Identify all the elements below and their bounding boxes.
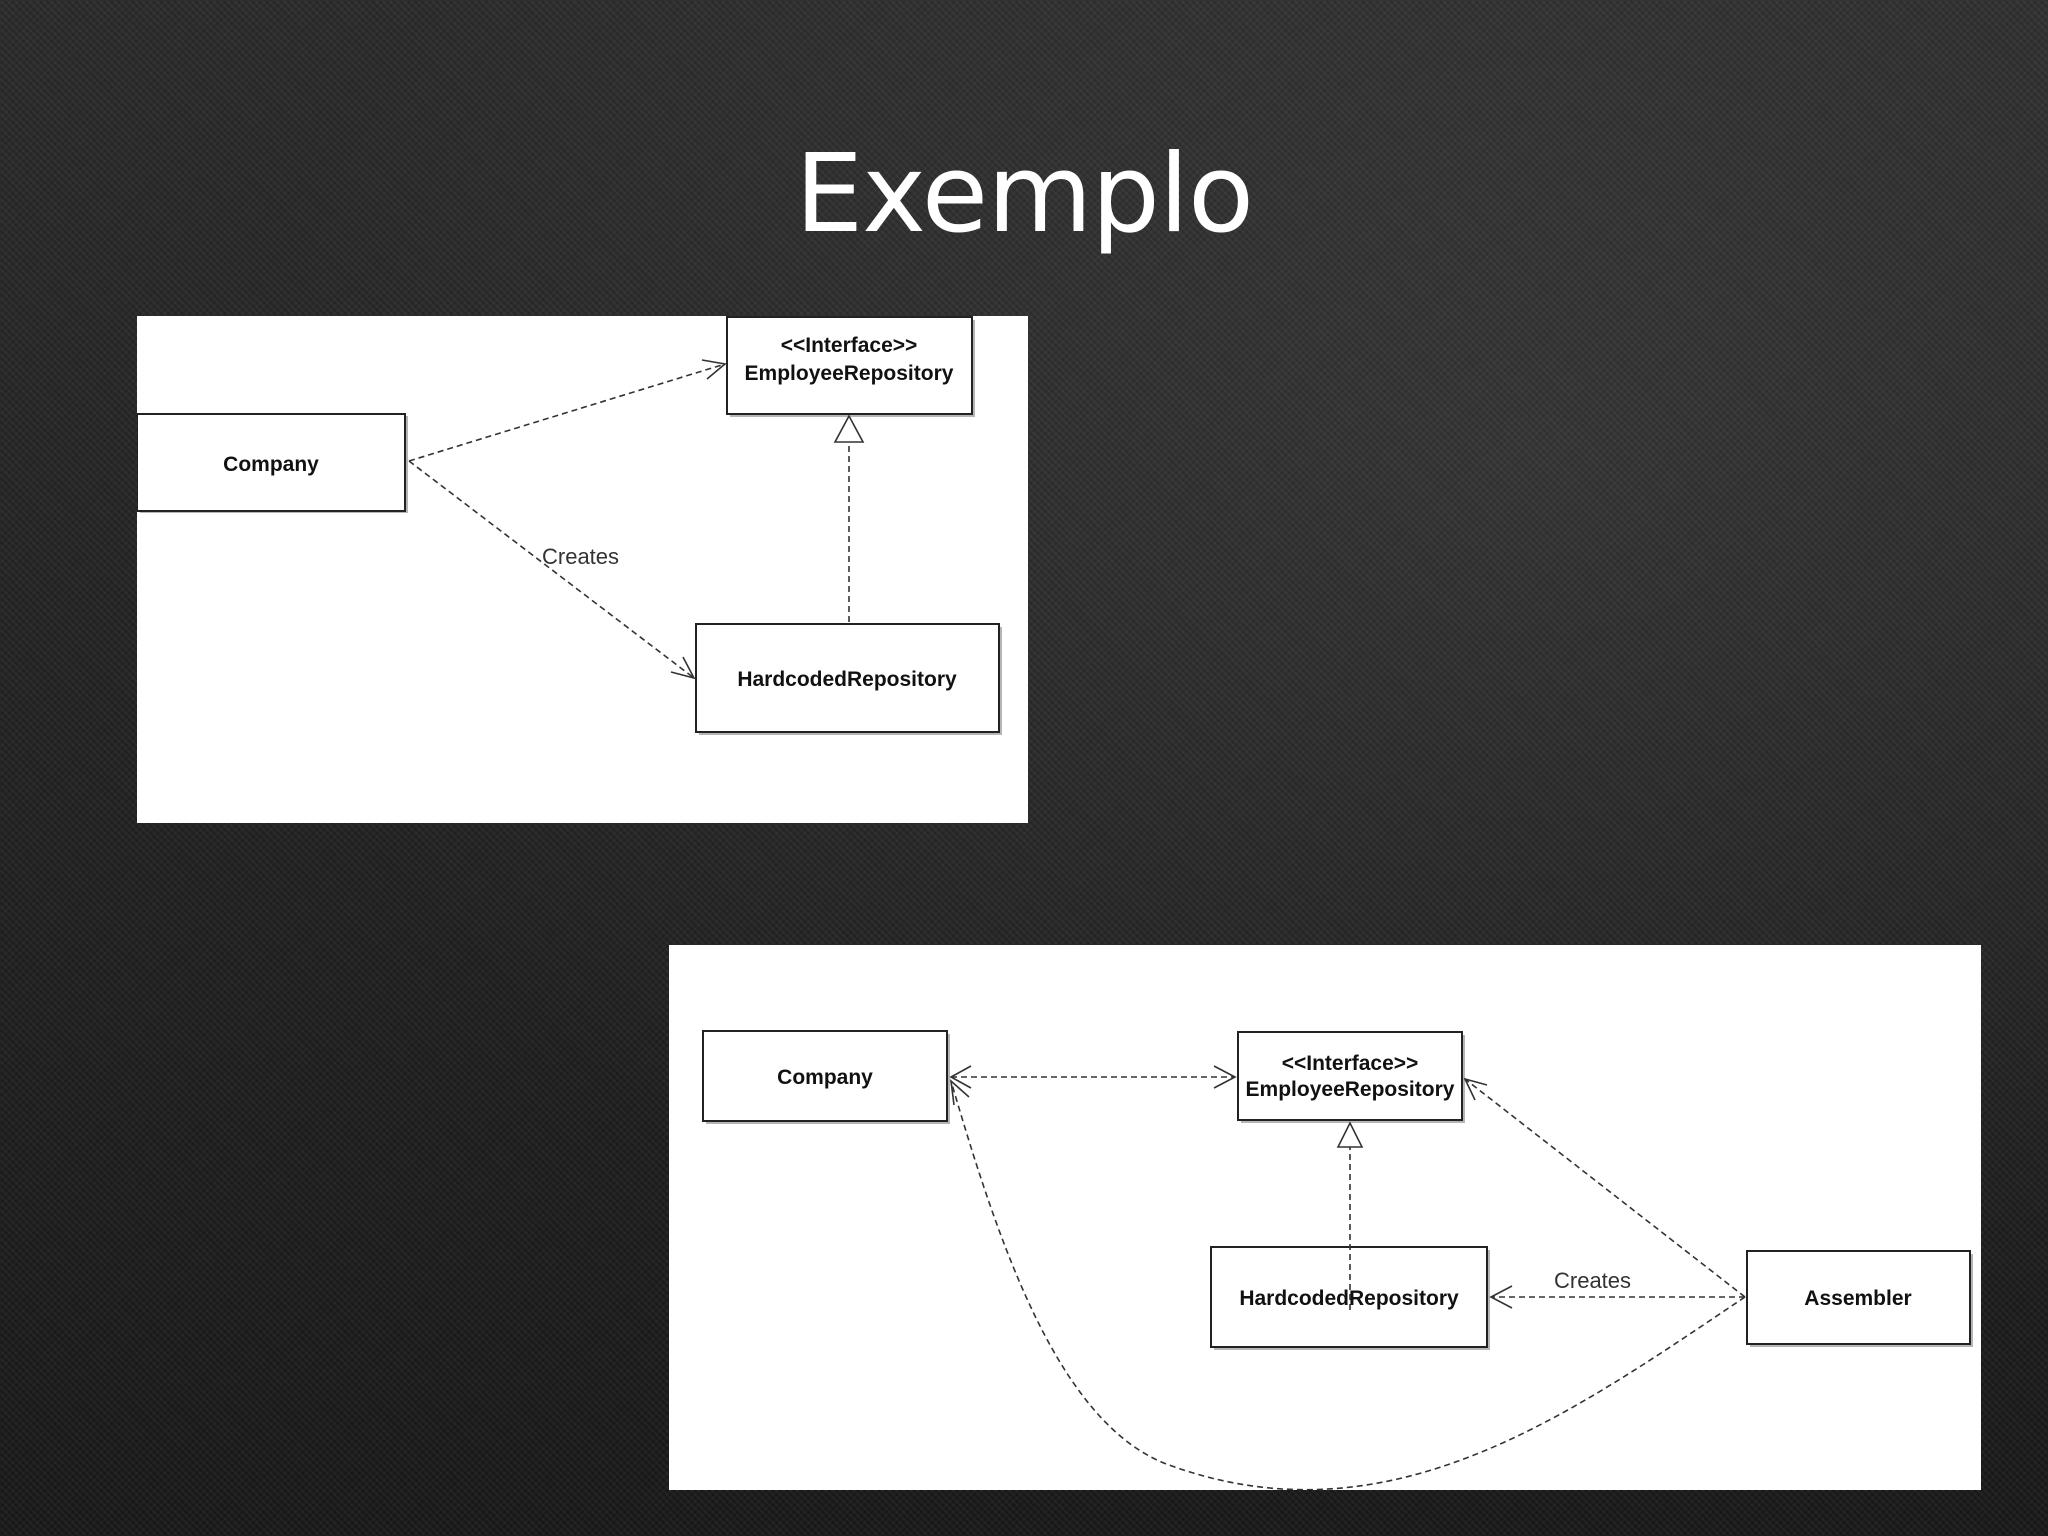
dependency-assembler-to-company [950, 1080, 1746, 1490]
interface-stereotype: <<Interface>> [781, 334, 918, 357]
arrowhead-creates [1489, 1285, 1513, 1309]
creates-label: Creates [1554, 1268, 1631, 1293]
dependency-assembler-to-interface [1464, 1078, 1746, 1298]
interface-name: EmployeeRepository [1246, 1078, 1455, 1101]
class-assembler-label: Assembler [1804, 1287, 1911, 1310]
uml-diagram-before: Company <<Interface>> EmployeeRepository… [137, 316, 1028, 823]
dependency-company-creates-hardcoded [408, 460, 695, 679]
class-company: Company [702, 1030, 950, 1124]
slide-title: Exemplo [794, 132, 1254, 257]
class-hardcoded-repository-label: HardcodedRepository [1239, 1287, 1459, 1310]
uml-diagram-before-canvas: Company <<Interface>> EmployeeRepository… [137, 316, 1002, 735]
class-hardcoded-repository: HardcodedRepository [1210, 1246, 1490, 1350]
arrowhead-creates [670, 656, 696, 680]
class-assembler: Assembler [1746, 1250, 1973, 1347]
class-company-label: Company [777, 1066, 873, 1089]
interface-stereotype: <<Interface>> [1282, 1052, 1419, 1075]
arrowhead-company-to-interface [1213, 1065, 1237, 1089]
arrowhead-assembler-to-company [949, 1078, 970, 1106]
realization-triangle [1336, 1121, 1364, 1148]
uml-diagram-after: Company <<Interface>> EmployeeRepository… [669, 945, 1981, 1490]
class-company-label: Company [223, 453, 319, 476]
dependency-company-to-interface [408, 363, 726, 462]
class-hardcoded-repository-label: HardcodedRepository [737, 668, 957, 691]
creates-label: Creates [542, 544, 619, 569]
arrowhead-company-tail [949, 1065, 972, 1089]
realization-triangle [833, 414, 865, 443]
interface-name: EmployeeRepository [745, 362, 954, 385]
class-company: Company [137, 413, 408, 513]
interface-employee-repository: <<Interface>> EmployeeRepository [726, 316, 975, 417]
arrowhead-company-to-interface [701, 359, 727, 380]
class-hardcoded-repository: HardcodedRepository [695, 623, 1002, 735]
interface-employee-repository: <<Interface>> EmployeeRepository [1237, 1031, 1465, 1123]
uml-diagram-after-canvas: Company <<Interface>> EmployeeRepository… [702, 1030, 1973, 1490]
arrowhead-assembler-to-interface [1463, 1077, 1488, 1101]
